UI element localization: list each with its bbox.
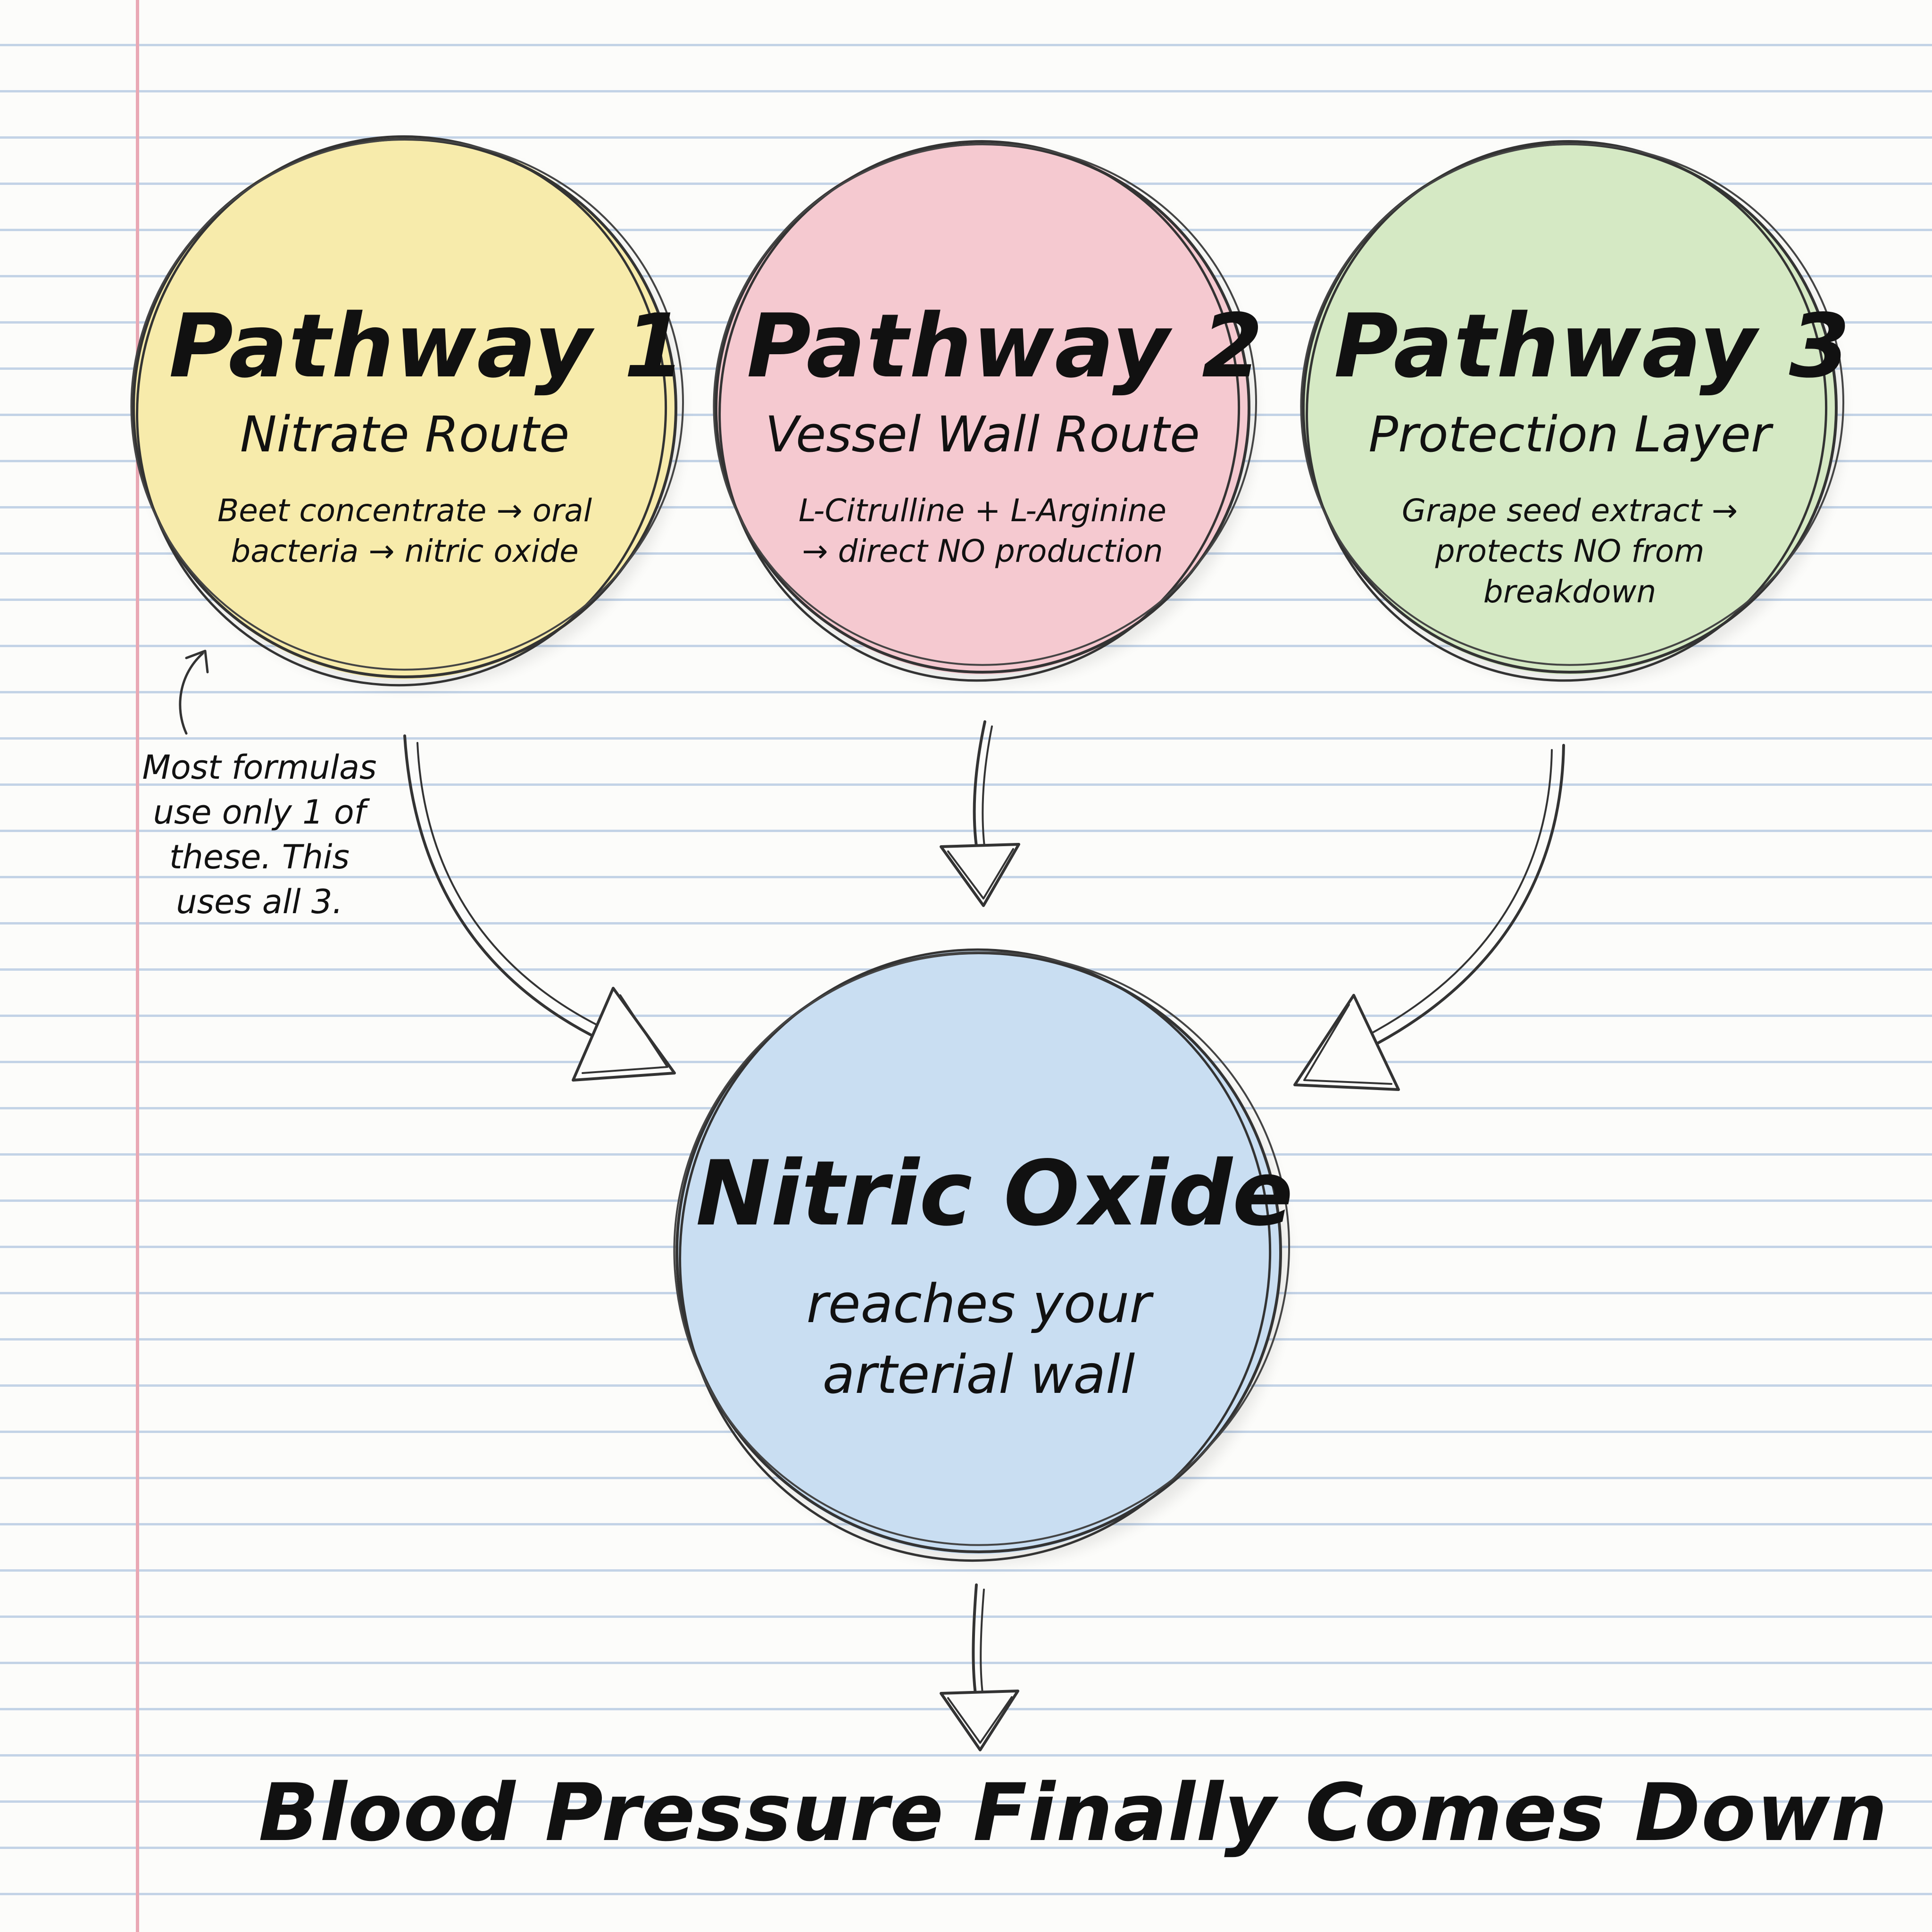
pathway-1-description: Beet concentrate → oral bacteria → nitri… <box>217 492 592 569</box>
arrow-pathway-1-to-center <box>403 734 676 1082</box>
nitric-oxide-circle <box>673 948 1290 1564</box>
pathway-3-circle <box>1300 140 1844 683</box>
result-text: Blood Pressure Finally Comes Down <box>258 1766 1889 1859</box>
side-note: Most formulas use only 1 of these. This … <box>142 748 377 921</box>
arrow-pathway-2-to-center <box>940 720 1020 907</box>
nitric-oxide-subtitle: reaches your arterial wall <box>806 1274 1151 1406</box>
note-pointer-arrow <box>179 650 209 735</box>
pathway-2-description: L-Citrulline + L-Arginine → direct NO pr… <box>798 492 1166 569</box>
pathway-1-circle <box>130 135 684 688</box>
pathway-2-title: Pathway 2 <box>747 295 1264 397</box>
notebook-margin-line <box>136 0 139 1932</box>
arrow-center-to-result <box>940 1583 1019 1751</box>
pathway-2-subtitle: Vessel Wall Route <box>765 406 1200 463</box>
pathway-3-subtitle: Protection Layer <box>1368 406 1771 463</box>
pathway-3-title: Pathway 3 <box>1334 295 1851 397</box>
pathway-1-title: Pathway 1 <box>169 295 686 397</box>
pathway-1-subtitle: Nitrate Route <box>240 406 570 463</box>
arrow-pathway-3-to-center <box>1293 744 1565 1091</box>
nitric-oxide-title: Nitric Oxide <box>696 1141 1293 1246</box>
pathway-2-circle <box>713 140 1257 683</box>
pathway-3-description: Grape seed extract → protects NO from br… <box>1401 492 1738 610</box>
